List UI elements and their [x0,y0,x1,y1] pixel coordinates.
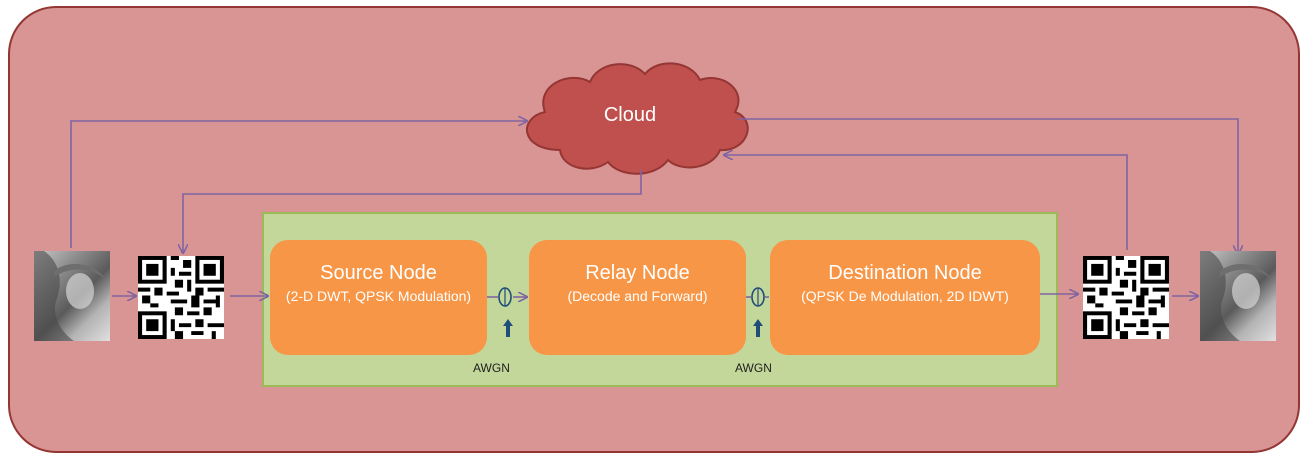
output-image [1200,251,1276,341]
arrow-qr-to-cloud [724,155,1128,250]
qr-code-icon [138,256,224,339]
relay-node: Relay Node (Decode and Forward) [529,240,746,355]
source-node-subtitle: (2-D DWT, QPSK Modulation) [285,288,472,304]
qr-code-icon [1083,256,1169,339]
input-image [34,251,110,341]
arrow-cloud-to-image [738,118,1238,254]
relay-node-subtitle: (Decode and Forward) [567,288,708,304]
awgn-label-2: AWGN [735,361,772,375]
awgn-label-1: AWGN [473,361,510,375]
up-arrow-icon [503,319,513,337]
relay-node-title: Relay Node [585,262,690,284]
source-node: Source Node (2-D DWT, QPSK Modulation) [270,240,487,355]
source-node-title: Source Node [320,262,437,284]
up-arrow-icon [753,319,763,337]
destination-node: Destination Node (QPSK De Modulation, 2D… [770,240,1040,355]
cloud-label: Cloud [603,104,657,126]
destination-node-subtitle: (QPSK De Modulation, 2D IDWT) [801,288,1009,304]
arrow-cloud-to-qr [183,170,642,253]
arrow-image-to-cloud [70,121,527,248]
destination-node-title: Destination Node [828,262,982,284]
